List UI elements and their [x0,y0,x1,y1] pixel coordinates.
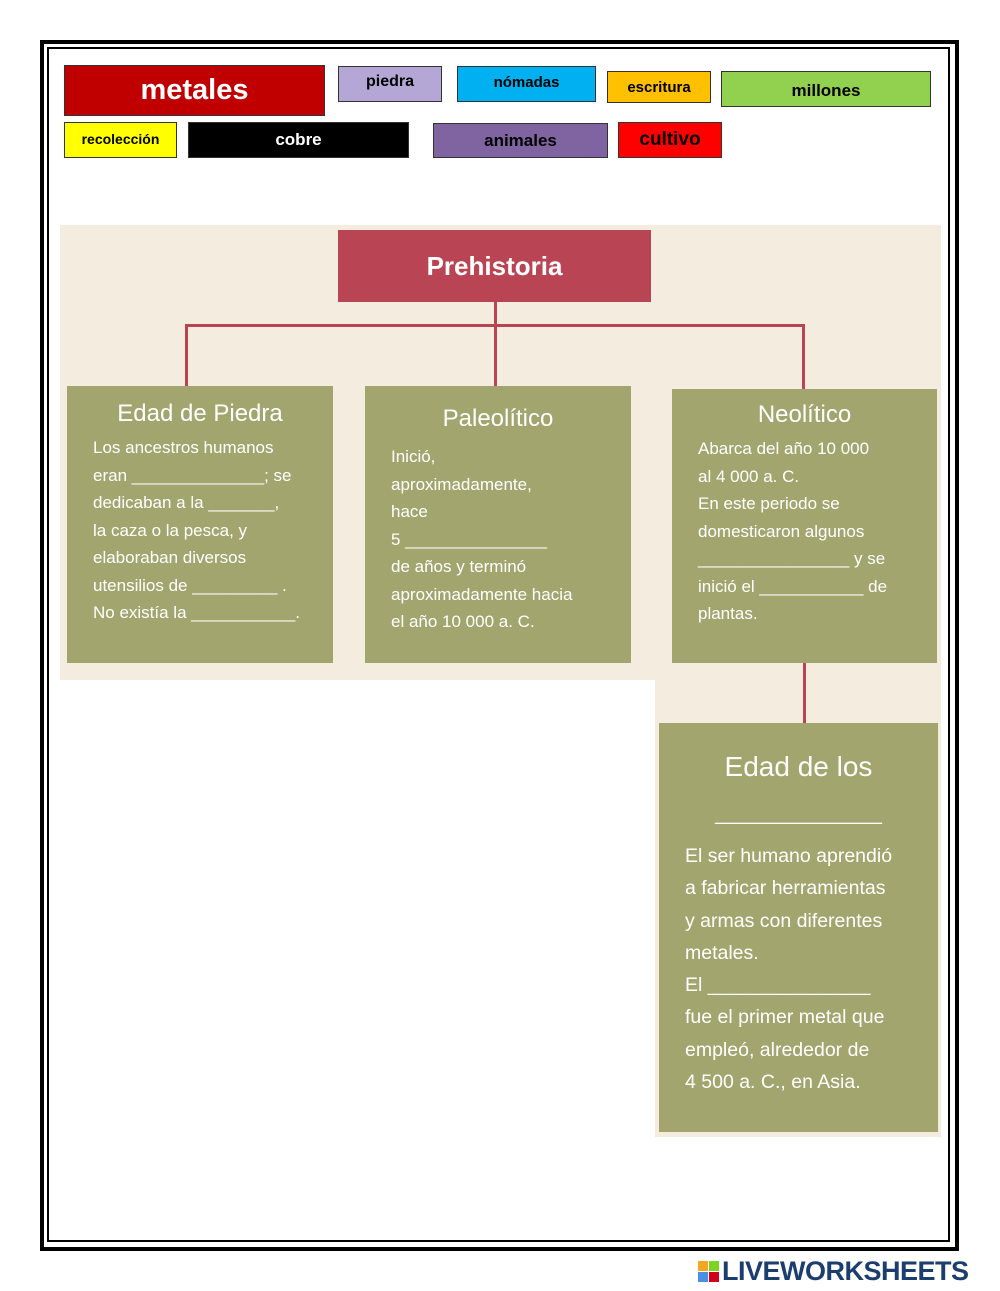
node-neolitico: Neolítico Abarca del año 10 000 al 4 000… [672,389,937,663]
connector-left-drop [185,324,188,386]
word-chip-metales[interactable]: metales [64,65,325,116]
word-chip-piedra[interactable]: piedra [338,66,442,102]
connector-root-vertical [494,302,497,326]
node-paleolitico: Paleolítico Inició, aproximadamente, hac… [365,386,631,663]
connector-middle-drop [494,324,497,386]
node-body: Los ancestros humanos eran _____________… [93,438,300,622]
worksheet-outer-border [40,40,959,1251]
node-title: Edad de los [724,751,873,782]
word-chip-recoleccion[interactable]: recolección [64,122,177,158]
root-node-prehistoria: Prehistoria [338,230,651,302]
node-title: Edad de Piedra [117,400,283,427]
word-chip-animales[interactable]: animales [433,123,608,158]
connector-right-drop [802,324,805,390]
connector-neolitico-to-metales [803,662,806,724]
node-body: El ser humano aprendió a fabricar herram… [685,845,893,1094]
node-title: Paleolítico [442,405,554,432]
logo-icon [698,1260,719,1282]
word-chip-millones[interactable]: millones [721,71,931,107]
node-title: Neolítico [757,401,852,428]
logo-text: LIVEWORKSHEETS [722,1255,969,1286]
node-body: Abarca del año 10 000 al 4 000 a. C. En … [698,439,888,623]
node-body: Inició, aproximadamente, hace 5 ________… [391,447,573,631]
node-edad-de-los-metales: Edad de los _______________ El ser human… [659,723,938,1132]
word-chip-nomadas[interactable]: nómadas [457,66,596,102]
node-edad-de-piedra: Edad de Piedra Los ancestros humanos era… [67,386,333,663]
word-chip-cultivo[interactable]: cultivo [618,122,722,158]
worksheet-inner-border [47,47,950,1242]
word-chip-cobre[interactable]: cobre [188,122,409,158]
node-title-blank: _______________ [715,803,882,825]
liveworksheets-logo: LIVEWORKSHEETS [698,1254,969,1288]
word-chip-escritura[interactable]: escritura [607,71,711,103]
